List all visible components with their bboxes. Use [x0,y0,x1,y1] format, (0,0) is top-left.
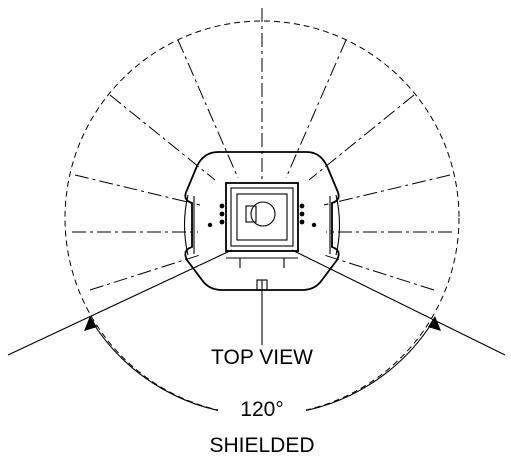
bolt [299,219,305,225]
shield-boundary-lines [7,249,506,356]
bolt [299,211,305,217]
lens [250,201,276,227]
boundary-line-right [291,249,506,356]
shielded-label: SHIELDED [209,434,314,457]
radial-line [177,39,239,179]
angle-arc [283,317,436,415]
radial-lines [72,8,452,291]
radial-line [74,174,201,206]
radial-line [323,174,451,206]
angle-arc [89,317,241,415]
radial-line [308,94,415,181]
bolt [219,219,225,225]
arrowhead-left [84,316,97,331]
coverage-circle [64,20,460,416]
view-label: TOP VIEW [211,346,313,369]
bolt [207,222,213,228]
device-housing [225,182,299,252]
radial-line [323,254,435,291]
angle-label: 120° [240,398,283,421]
bolt [311,222,317,228]
boundary-line-left [7,249,233,356]
radial-line [109,94,216,181]
arrowhead-right [428,316,441,331]
radial-line [89,254,201,291]
bolt [299,203,305,209]
radial-line [285,39,347,179]
device-outline [184,151,340,291]
device-body [183,151,341,291]
bolt [219,203,225,209]
bolt [219,211,225,217]
